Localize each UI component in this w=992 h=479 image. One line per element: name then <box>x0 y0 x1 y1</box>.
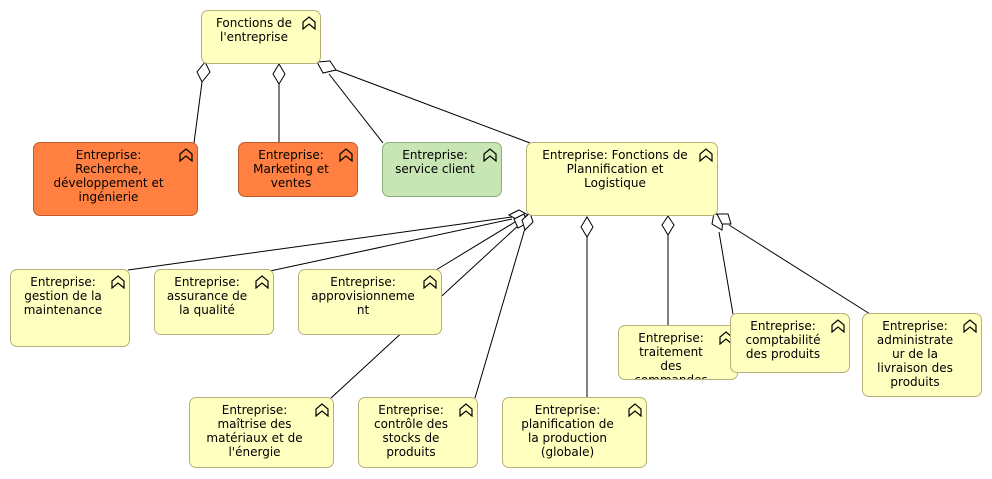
node-accounting[interactable]: Entreprise: comptabilité des produits <box>730 313 850 373</box>
node-label: Entreprise: contrôle des stocks de produ… <box>373 403 449 459</box>
node-label: Entreprise: administrate ur de la livrai… <box>876 319 954 389</box>
node-planning[interactable]: Entreprise: Fonctions de Plannification … <box>526 142 718 216</box>
node-quality[interactable]: Entreprise: assurance de la qualité <box>154 269 274 335</box>
node-label: Entreprise: service client <box>395 148 475 176</box>
edge-planning-procurement[interactable] <box>435 221 516 271</box>
function-icon <box>111 275 125 289</box>
node-label: Entreprise: Marketing et ventes <box>253 148 329 190</box>
node-label: Entreprise: approvisionneme nt <box>311 275 415 317</box>
node-label: Entreprise: gestion de la maintenance <box>23 275 103 317</box>
function-icon <box>628 403 642 417</box>
node-rnd[interactable]: Entreprise: Recherche, développement et … <box>33 142 198 216</box>
node-stock[interactable]: Entreprise: contrôle des stocks de produ… <box>358 397 478 468</box>
function-icon <box>339 148 353 162</box>
node-materials[interactable]: Entreprise: maîtrise des matériaux et de… <box>189 397 334 468</box>
node-root[interactable]: Fonctions de l'entreprise <box>201 10 321 64</box>
edge-planning-delivery[interactable] <box>728 224 871 315</box>
edge-planning-quality[interactable] <box>269 218 513 272</box>
node-label: Entreprise: maîtrise des matériaux et de… <box>206 403 303 459</box>
node-label: Entreprise: planification de la producti… <box>521 403 614 459</box>
edge-planning-maintenance[interactable] <box>127 216 513 271</box>
function-icon <box>423 275 437 289</box>
edge-root-service[interactable] <box>328 73 384 144</box>
node-maintenance[interactable]: Entreprise: gestion de la maintenance <box>10 269 130 347</box>
node-service[interactable]: Entreprise: service client <box>382 142 502 197</box>
edge-root-rnd[interactable] <box>193 81 203 144</box>
node-label: Entreprise: Fonctions de Plannification … <box>542 148 688 190</box>
function-icon <box>179 148 193 162</box>
node-label: Entreprise: assurance de la qualité <box>166 275 248 317</box>
function-icon <box>963 319 977 333</box>
node-marketing[interactable]: Entreprise: Marketing et ventes <box>238 142 358 197</box>
aggregation-diamond <box>661 215 675 236</box>
node-procurement[interactable]: Entreprise: approvisionneme nt <box>298 269 442 335</box>
node-orders[interactable]: Entreprise: traitement des commandes <box>618 325 738 380</box>
node-label: Entreprise: traitement des commandes <box>634 331 708 380</box>
aggregation-diamond <box>580 216 594 238</box>
aggregation-diamond <box>521 212 534 231</box>
aggregation-diamond <box>272 63 286 85</box>
function-icon <box>483 148 497 162</box>
edge-planning-stock[interactable] <box>474 224 527 399</box>
function-icon <box>255 275 269 289</box>
node-label: Entreprise: Recherche, développement et … <box>53 148 164 204</box>
node-delivery[interactable]: Entreprise: administrate ur de la livrai… <box>862 313 982 397</box>
function-icon <box>315 403 329 417</box>
aggregation-diamond <box>316 60 337 74</box>
aggregation-diamond <box>196 61 211 83</box>
node-production[interactable]: Entreprise: planification de la producti… <box>502 397 647 468</box>
function-icon <box>459 403 473 417</box>
edge-planning-accounting[interactable] <box>718 231 734 315</box>
node-label: Entreprise: comptabilité des produits <box>745 319 821 361</box>
function-icon <box>699 148 713 162</box>
node-label: Fonctions de l'entreprise <box>215 16 293 44</box>
edge-root-planning[interactable] <box>335 69 531 144</box>
function-icon <box>831 319 845 333</box>
function-icon <box>302 16 316 30</box>
aggregation-diamond <box>716 213 732 225</box>
